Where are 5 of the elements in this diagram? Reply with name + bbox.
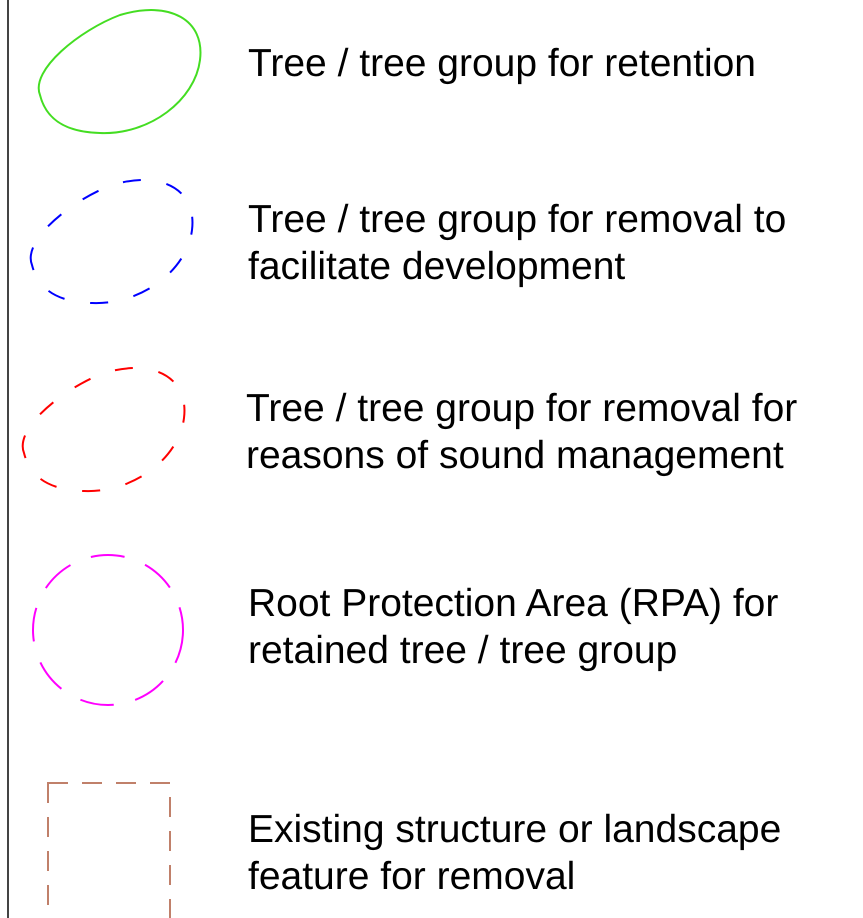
legend-text: Tree / tree group for retention xyxy=(248,41,757,87)
legend-text: Tree / tree group for removal to facilitate development xyxy=(248,197,788,290)
legend-text: Existing structure or landscape feature for removal xyxy=(248,807,782,900)
legend-text: Tree / tree group for removal for reasons of sound management xyxy=(246,386,798,479)
legend-text: Root Protection Area (RPA) for retained tree / tree group xyxy=(248,581,780,674)
